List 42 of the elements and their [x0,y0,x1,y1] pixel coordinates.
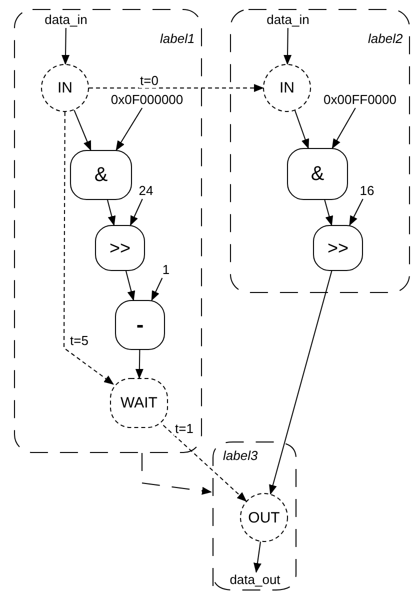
arrow [126,270,136,301]
node-label: >> [327,239,349,257]
node-label: WAIT [120,396,158,410]
edge-label: t=5 [69,334,90,348]
node-label: & [94,165,108,185]
arrow [107,200,116,226]
arrow [151,278,163,301]
edge-label: t=0 [139,74,160,88]
node-label: OUT [248,510,280,525]
constant-label: 16 [357,183,377,199]
arrow [254,541,262,573]
port-label: data_out [224,572,286,588]
cluster-label: label3 [223,448,258,463]
arrow [142,452,212,495]
arrow [62,28,70,65]
constant-label: 0x00FF0000 [314,92,406,108]
constant-label: 0x0F000000 [99,92,195,108]
arrow [135,350,144,379]
arrow [64,112,114,385]
port-label: data_in [264,12,312,28]
arrow [294,110,310,149]
arrow [162,424,247,502]
cluster-label: label2 [368,31,403,46]
arrow [88,84,264,92]
node-label: & [310,164,324,184]
arrow [269,270,332,495]
node-label: IN [280,80,294,96]
arrow [74,110,92,151]
constant-label: 24 [136,183,156,199]
node-label: - [136,314,144,336]
arrow [324,200,334,226]
arrow [349,198,364,226]
cluster-label: label1 [160,31,195,46]
arrow [130,198,143,226]
arrow [284,28,292,65]
node-label: IN [58,80,72,96]
node-label: >> [109,239,131,257]
port-label: data_in [42,12,90,28]
arrow [332,108,356,149]
arrow [116,108,143,151]
constant-label: 1 [160,262,172,278]
edge-label: t=1 [174,422,194,436]
